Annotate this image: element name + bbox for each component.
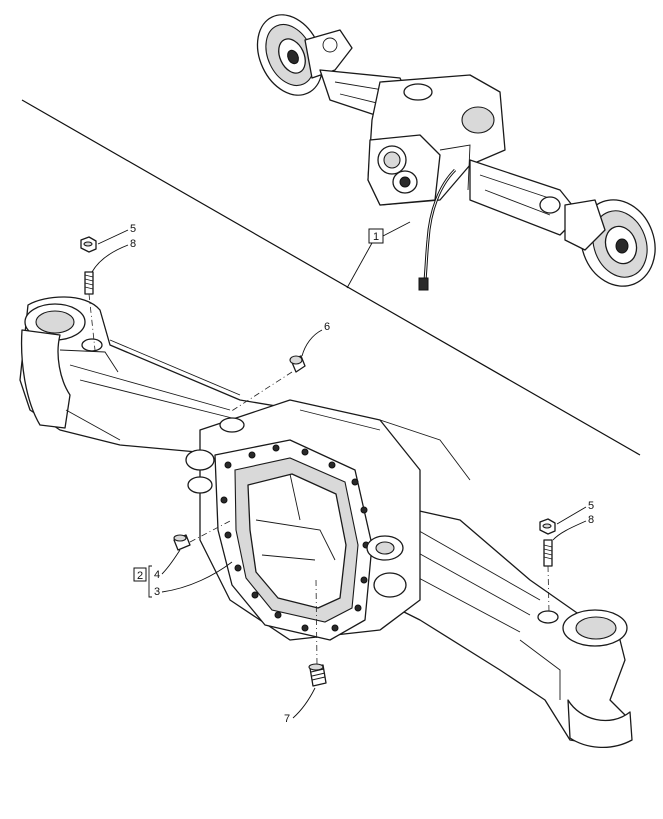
stud-and-nut-right: [539, 518, 556, 613]
callout-6: 6: [301, 321, 330, 357]
callout-5-top: 5: [97, 223, 136, 245]
callout-1-label: 1: [373, 231, 379, 243]
callout-8-top: 8: [91, 238, 136, 273]
svg-text:8: 8: [130, 238, 136, 250]
svg-text:2: 2: [137, 570, 143, 582]
drain-plug-part-7: [308, 579, 327, 687]
svg-text:5: 5: [588, 500, 594, 512]
callout-1: 1: [368, 221, 411, 244]
svg-text:7: 7: [284, 713, 290, 725]
svg-text:5: 5: [130, 223, 136, 235]
svg-text:8: 8: [588, 514, 594, 526]
svg-text:4: 4: [154, 569, 160, 581]
right-wheel-hub: [564, 199, 656, 287]
callout-1-leader-to-separator: [346, 242, 373, 289]
view-separator-line: [21, 99, 641, 456]
callout-7: 7: [284, 687, 316, 725]
axle-housing-exploded: [19, 296, 633, 749]
callout-group-2-3-4: 2 4 3: [133, 549, 233, 598]
assembled-axle-view: [256, 14, 656, 291]
svg-text:6: 6: [324, 321, 330, 333]
stud-and-nut-top: [80, 236, 97, 351]
plug-part-6: [229, 355, 306, 413]
left-axle-arm: [19, 296, 311, 456]
svg-text:3: 3: [154, 586, 160, 598]
callout-5-right: 5: [556, 500, 594, 525]
dowel-pin-part-4: [173, 519, 233, 551]
right-axle-beam: [469, 159, 581, 236]
callout-8-right: 8: [552, 514, 594, 541]
center-housing: [367, 74, 506, 206]
flange-bolt-holes: [220, 444, 370, 632]
left-wheel-hub: [256, 14, 353, 96]
